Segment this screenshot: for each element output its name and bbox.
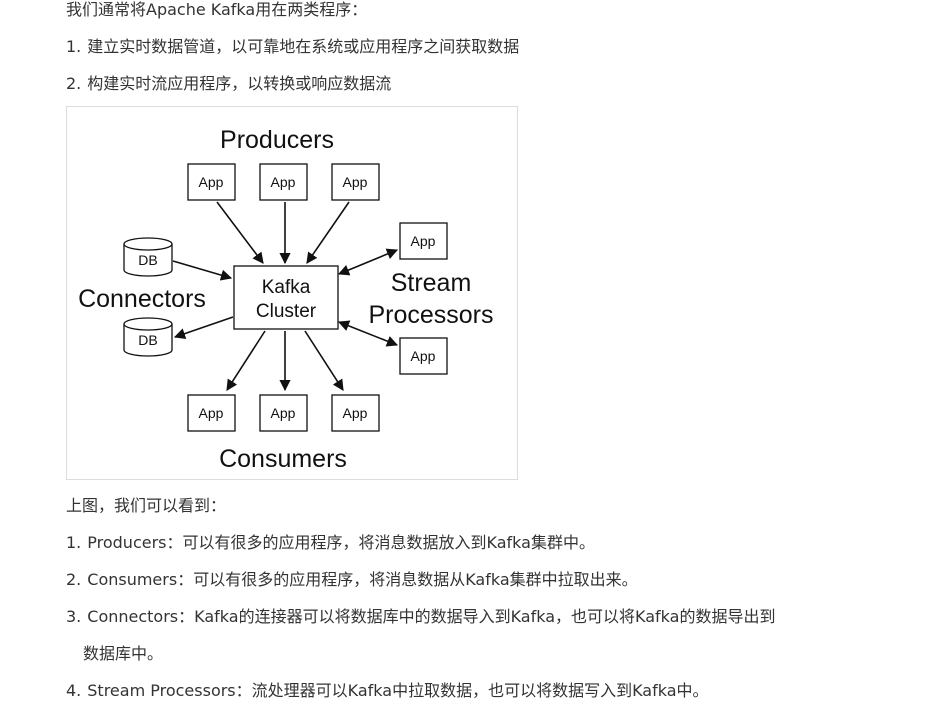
connectors-label: Connectors	[78, 285, 206, 313]
consumer-app-1: App	[187, 394, 236, 432]
intro-list-item: 2. 构建实时流应用程序，以转换或响应数据流	[66, 74, 391, 94]
arrow-stream-bottom	[337, 320, 399, 347]
list-number: 1.	[66, 533, 82, 552]
producers-label: Producers	[220, 126, 334, 154]
explanation-list-item: 3. Connectors：Kafka的连接器可以将数据库中的数据导入到Kafka…	[66, 607, 775, 627]
kafka-architecture-diagram: Producers Consumers Connectors Stream Pr…	[66, 106, 518, 480]
explanation-list-item-continuation: 数据库中。	[83, 644, 164, 663]
app-label: App	[199, 174, 224, 190]
arrow-consumer-1	[226, 330, 266, 391]
consumers-label: Consumers	[219, 445, 347, 473]
intro-list-item: 1. 建立实时数据管道，以可靠地在系统或应用程序之间获取数据	[66, 37, 519, 57]
app-label: App	[411, 348, 436, 364]
list-number: 2.	[66, 74, 82, 93]
intro-heading: 我们通常将Apache Kafka用在两类程序：	[66, 0, 368, 19]
list-number: 2.	[66, 570, 82, 589]
list-number: 3.	[66, 607, 82, 626]
list-text: Stream Processors：流处理器可以Kafka中拉取数据，也可以将数…	[87, 681, 709, 700]
arrow-producer-1	[216, 201, 264, 264]
stream-label: Stream	[391, 269, 472, 297]
kafka-cluster-box: Kafka Cluster	[233, 265, 339, 330]
database-bottom: DB	[123, 317, 173, 357]
app-label: App	[343, 405, 368, 421]
processors-label: Processors	[368, 301, 493, 329]
consumer-app-3: App	[331, 394, 380, 432]
producer-app-2: App	[259, 163, 308, 201]
app-label: App	[343, 174, 368, 190]
db-label: DB	[138, 332, 157, 348]
producer-app-3: App	[331, 163, 380, 201]
producer-app-1: App	[187, 163, 236, 201]
explanation-heading: 上图，我们可以看到：	[66, 496, 227, 515]
arrow-db-in	[172, 260, 233, 281]
list-text: Producers：可以有很多的应用程序，将消息数据放入到Kafka集群中。	[87, 533, 595, 552]
arrow-stream-top	[337, 248, 399, 276]
list-text: 建立实时数据管道，以可靠地在系统或应用程序之间获取数据	[87, 37, 520, 56]
cluster-label-line1: Kafka	[262, 277, 311, 298]
list-number: 4.	[66, 681, 82, 700]
database-top: DB	[123, 237, 173, 277]
cluster-label-line2: Cluster	[256, 301, 317, 322]
explanation-list-item: 4. Stream Processors：流处理器可以Kafka中拉取数据，也可以…	[66, 681, 709, 701]
consumer-app-2: App	[259, 394, 308, 432]
stream-app-top: App	[399, 222, 448, 260]
app-label: App	[199, 405, 224, 421]
stream-app-bottom: App	[399, 337, 448, 375]
app-label: App	[411, 233, 436, 249]
list-number: 1.	[66, 37, 82, 56]
db-label: DB	[138, 252, 157, 268]
app-label: App	[271, 405, 296, 421]
list-text: Consumers：可以有很多的应用程序，将消息数据从Kafka集群中拉取出来。	[87, 570, 638, 589]
arrow-producer-3	[306, 201, 350, 264]
explanation-list-item: 1. Producers：可以有很多的应用程序，将消息数据放入到Kafka集群中。	[66, 533, 595, 553]
diagram-canvas: Producers Consumers Connectors Stream Pr…	[78, 126, 493, 473]
explanation-list-item: 2. Consumers：可以有很多的应用程序，将消息数据从Kafka集群中拉取出…	[66, 570, 638, 590]
arrow-db-out	[173, 316, 234, 340]
list-text: 构建实时流应用程序，以转换或响应数据流	[87, 74, 392, 93]
arrow-consumer-3	[304, 330, 344, 391]
app-label: App	[271, 174, 296, 190]
list-text: Connectors：Kafka的连接器可以将数据库中的数据导入到Kafka，也…	[87, 607, 776, 626]
